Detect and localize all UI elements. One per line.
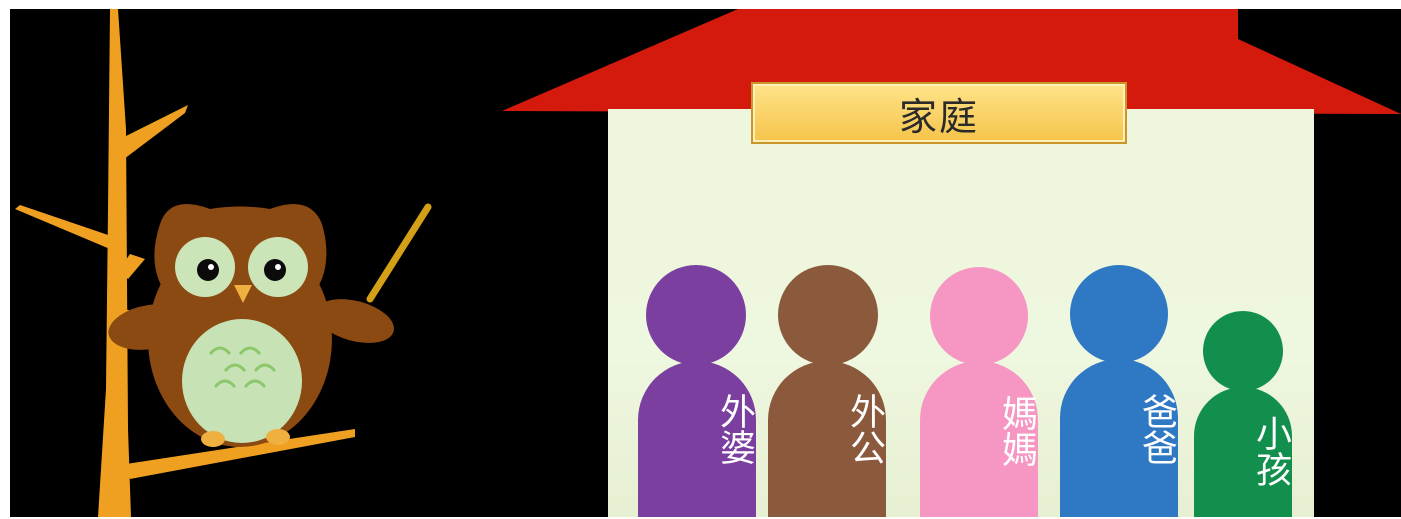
person-grandma: 外婆 [638, 265, 764, 517]
person-head-icon [778, 265, 878, 365]
person-body [1194, 387, 1292, 517]
person-label: 外公 [844, 393, 885, 465]
person-label: 外婆 [714, 393, 755, 465]
person-body [920, 361, 1038, 517]
person-body [1060, 359, 1178, 517]
person-label: 小孩 [1250, 415, 1291, 487]
person-label: 爸爸 [1136, 393, 1177, 465]
person-mom: 媽媽 [920, 267, 1046, 517]
person-head-icon [930, 267, 1028, 365]
person-child: 小孩 [1194, 311, 1294, 517]
person-grandpa: 外公 [768, 265, 894, 517]
person-head-icon [646, 265, 746, 365]
person-label: 媽媽 [996, 395, 1037, 467]
house-title-sign: 家庭 [751, 82, 1127, 144]
background-scene [15, 9, 1401, 517]
person-body [768, 361, 886, 517]
tree-icon [15, 9, 355, 517]
person-head-icon [1203, 311, 1283, 391]
person-dad: 爸爸 [1060, 265, 1186, 517]
person-body [638, 361, 756, 517]
house-title: 家庭 [898, 94, 979, 139]
video-frame: 家庭 外婆 外公 媽媽 爸爸 小孩 [10, 9, 1401, 517]
person-head-icon [1070, 265, 1168, 363]
owl-icon [108, 203, 432, 447]
roof-icon [502, 9, 1401, 114]
